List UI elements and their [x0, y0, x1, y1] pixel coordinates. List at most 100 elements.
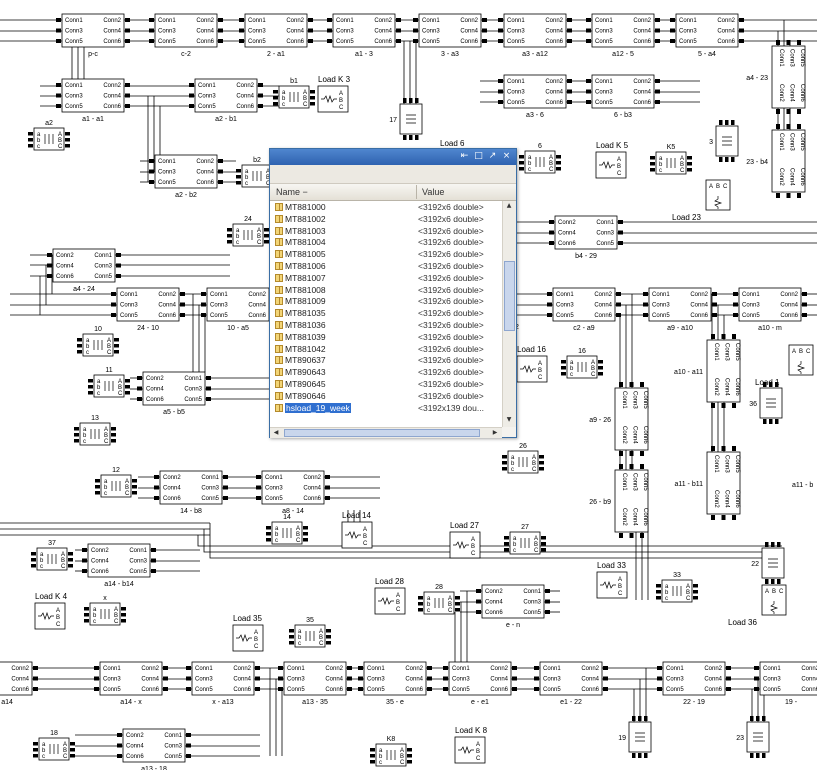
transformer-17[interactable]: 17 — [389, 98, 423, 140]
variable-row[interactable]: MT890646<3192x6 double> — [270, 390, 502, 402]
variable-row[interactable]: MT881002<3192x6 double> — [270, 213, 502, 225]
value-column-header[interactable]: Value — [422, 187, 445, 197]
variable-row[interactable]: MT881035<3192x6 double> — [270, 307, 502, 319]
window-title-bar[interactable]: ⇤ □ ↗ × — [270, 149, 516, 165]
dock-arrow-icon[interactable]: ↗ — [488, 151, 497, 161]
variable-row[interactable]: MT881006<3192x6 double> — [270, 260, 502, 272]
close-icon[interactable]: × — [502, 151, 511, 161]
transformer-3[interactable]: 3 — [709, 120, 739, 162]
scroll-right-icon[interactable]: ▶ — [492, 429, 498, 436]
vertical-scroll-thumb[interactable] — [504, 261, 515, 331]
variable-row[interactable]: MT881007<3192x6 double> — [270, 272, 502, 284]
variable-row[interactable]: MT881039<3192x6 double> — [270, 331, 502, 343]
transformer-36[interactable]: 36 — [749, 382, 783, 424]
transformer-19[interactable]: 19 — [618, 716, 652, 758]
variable-row[interactable]: MT881003<3192x6 double> — [270, 225, 502, 237]
transformer-23[interactable]: 23 — [736, 716, 770, 758]
vertical-scrollbar[interactable]: ▲ ▼ — [502, 201, 516, 427]
horizontal-scroll-thumb[interactable] — [284, 429, 480, 437]
line-block-19[interactable]: Conn1Conn2Conn3Conn4Conn5Conn619 - — [754, 661, 817, 706]
scroll-up-icon[interactable]: ▲ — [506, 202, 512, 209]
maximize-icon[interactable]: □ — [474, 151, 483, 161]
variable-row[interactable]: hsload_19_week<3192x139 dou... — [270, 402, 502, 414]
name-column-header[interactable]: Name − — [276, 187, 308, 197]
undock-icon[interactable]: ⇤ — [460, 151, 469, 161]
variable-row[interactable]: MT881036<3192x6 double> — [270, 319, 502, 331]
variable-row[interactable]: MT890645<3192x6 double> — [270, 378, 502, 390]
variable-row[interactable]: MT881004<3192x6 double> — [270, 236, 502, 248]
variable-row[interactable]: MT881042<3192x6 double> — [270, 343, 502, 355]
variable-row[interactable]: MT890643<3192x6 double> — [270, 366, 502, 378]
scroll-left-icon[interactable]: ◀ — [273, 429, 279, 436]
variable-row[interactable]: MT881005<3192x6 double> — [270, 248, 502, 260]
workspace-browser-window[interactable]: ⇤ □ ↗ × Name − Value MT881000<3192x6 dou… — [269, 148, 517, 438]
horizontal-scrollbar[interactable]: ◀ ▶ — [270, 427, 502, 438]
variable-row[interactable]: MT881009<3192x6 double> — [270, 295, 502, 307]
transformer-22[interactable]: 22 — [751, 542, 785, 584]
variable-row[interactable]: MT890637<3192x6 double> — [270, 354, 502, 366]
